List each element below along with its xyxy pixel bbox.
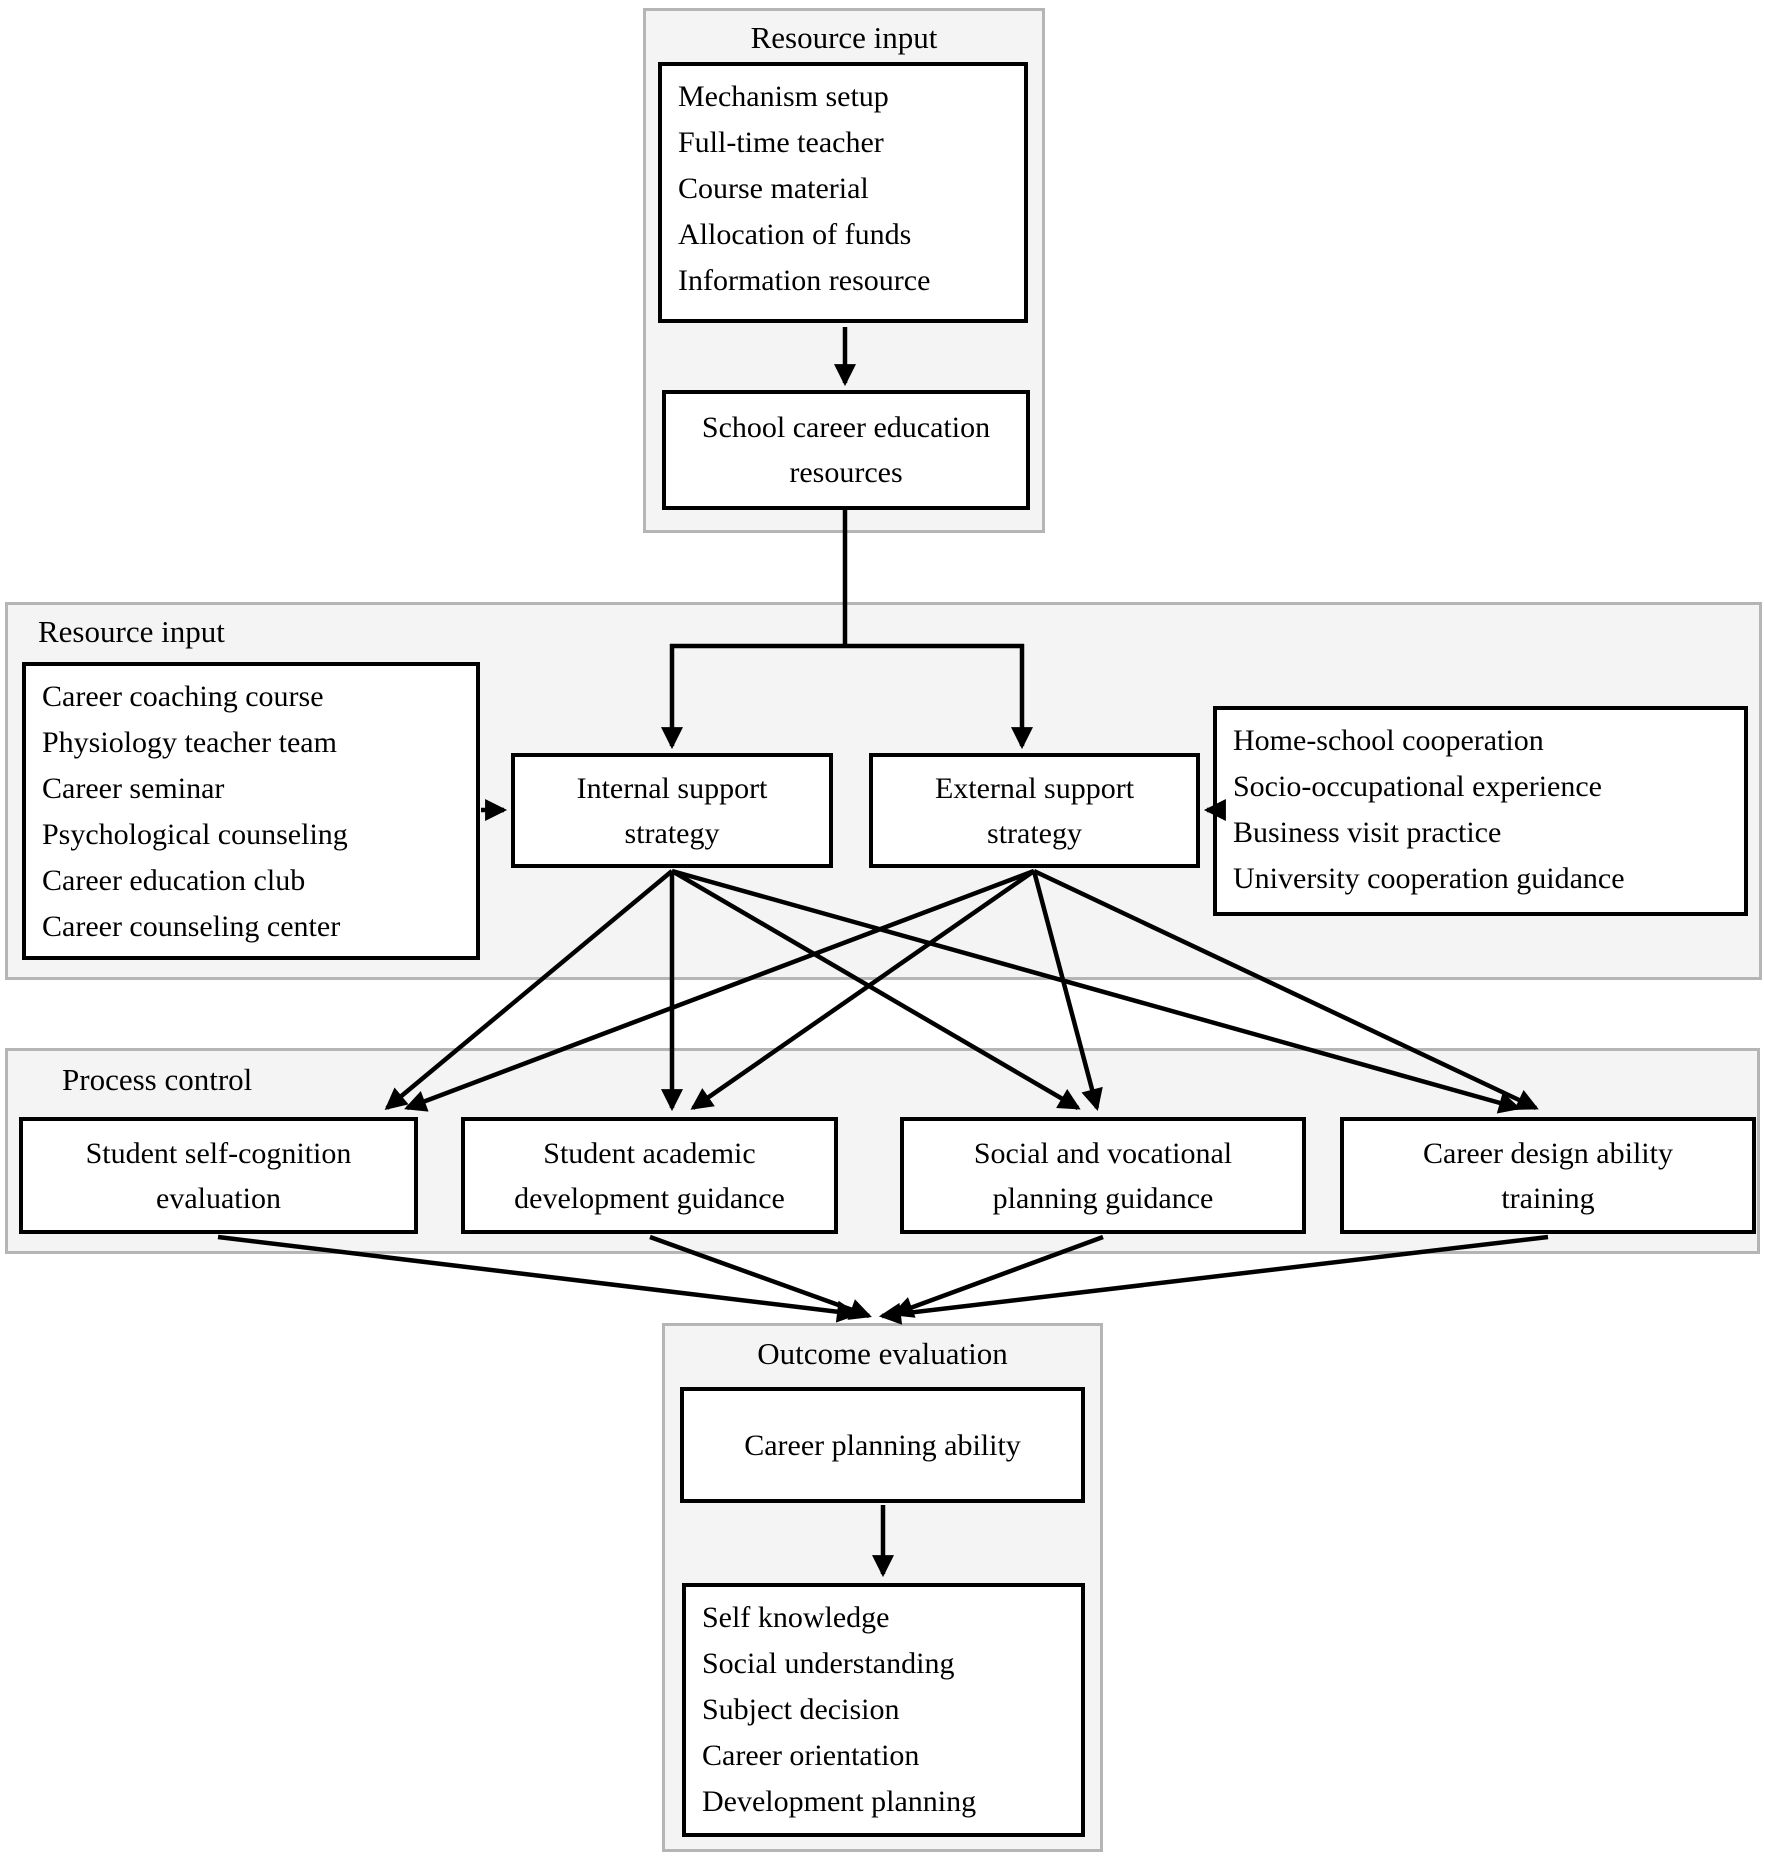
list-line: Course material [678,172,869,205]
section-title-resource-input-middle: Resource input [38,614,225,649]
list-line: Psychological counseling [42,818,348,851]
internal-support-strategy-label: Internal support strategy [576,771,768,850]
list-line: Socio-occupational experience [1233,770,1602,803]
section-title-resource-input-top: Resource input [750,20,938,55]
list-line: Mechanism setup [678,80,889,113]
list-line: Career seminar [42,772,225,805]
career-planning-ability-label: Career planning ability [744,1428,1021,1462]
list-line: Self knowledge [702,1601,890,1634]
list-line: Social understanding [702,1647,955,1680]
list-line: Information resource [678,264,931,297]
list-line: Physiology teacher team [42,726,337,759]
student-self-cognition-evaluation-label: Student self-cognition evaluation [85,1136,352,1215]
section-title-outcome-evaluation: Outcome evaluation [757,1336,1008,1371]
section-title-process-control: Process control [62,1062,253,1097]
external-support-strategy-box: External support strategy [869,753,1200,868]
list-line: Allocation of funds [678,218,912,251]
list-line: Business visit practice [1233,816,1502,849]
list-line: Career orientation [702,1739,920,1772]
list-line: Career counseling center [42,910,341,943]
internal-support-strategy-box: Internal support strategy [511,753,833,868]
career-planning-ability-box: Career planning ability [680,1387,1085,1503]
social-vocational-planning-guidance-label: Social and vocational planning guidance [973,1136,1233,1215]
list-line: Development planning [702,1785,977,1818]
student-self-cognition-evaluation-box: Student self-cognition evaluation [19,1117,418,1234]
student-academic-development-guidance-box: Student academic development guidance [461,1117,838,1234]
list-line: Full-time teacher [678,126,884,159]
external-support-strategy-label: External support strategy [934,771,1135,850]
list-line: University cooperation guidance [1233,862,1625,895]
student-academic-development-guidance-label: Student academic development guidance [514,1136,785,1215]
social-vocational-planning-guidance-box: Social and vocational planning guidance [900,1117,1306,1234]
school-career-education-resources-label: School career education resources [701,411,991,489]
list-line: Subject decision [702,1693,900,1726]
school-career-education-resources-box: School career education resources [662,390,1030,510]
list-line: Home-school cooperation [1233,724,1544,757]
career-design-ability-training-box: Career design ability training [1340,1117,1756,1234]
list-line: Career coaching course [42,680,324,713]
list-line: Career education club [42,864,306,897]
career-design-ability-training-label: Career design ability training [1423,1136,1673,1215]
